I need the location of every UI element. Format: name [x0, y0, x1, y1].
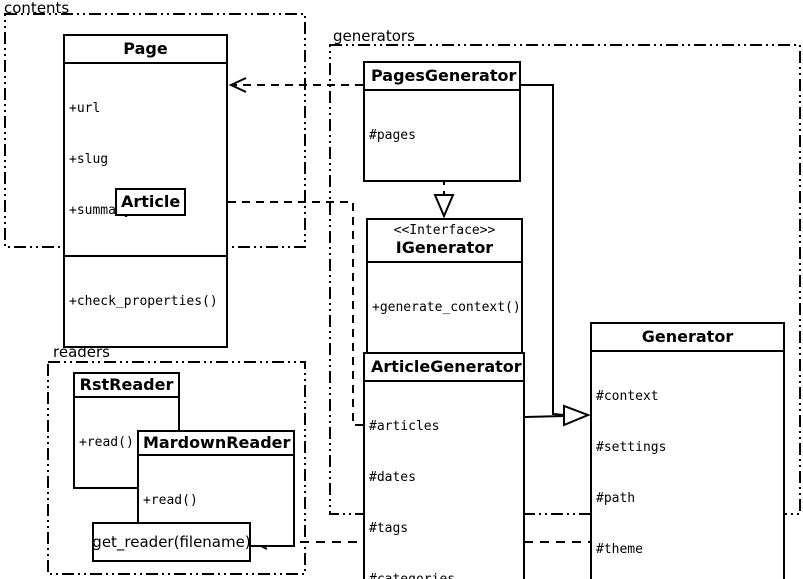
- package-label-readers: readers: [53, 343, 110, 361]
- stereotype-label: <<Interface>>: [393, 223, 496, 238]
- attribute-line: #theme: [596, 542, 643, 557]
- package-generators-border: [329, 44, 801, 515]
- class-markdownreader-methods: +read(): [139, 454, 293, 545]
- class-articlegenerator: ArticleGenerator #articles #dates #tags …: [363, 352, 525, 579]
- class-pagesgenerator-attributes: #pages: [365, 89, 519, 180]
- class-page-attributes: +url +slug +summary: [65, 62, 226, 255]
- class-generator: Generator #context #settings #path #them…: [590, 322, 785, 579]
- attribute-line: #categories: [369, 571, 519, 579]
- get-reader-label: get_reader(filename): [92, 533, 251, 551]
- attribute-line: +slug: [69, 152, 109, 167]
- attribute-line: +url: [69, 101, 101, 116]
- edge-articlegenerator-to-article: [191, 201, 363, 426]
- attribute-line: #path: [596, 491, 636, 506]
- method-line: +read(): [143, 493, 198, 508]
- arrowhead-page: [228, 77, 247, 93]
- attribute-line: #context: [596, 389, 659, 404]
- class-generator-title: Generator: [641, 327, 734, 346]
- get-reader-box: get_reader(filename): [92, 522, 251, 562]
- class-markdownreader-title: MardownReader: [143, 433, 291, 452]
- attribute-line: #settings: [596, 440, 667, 455]
- realization-triangle-igenerator-top: [433, 194, 455, 219]
- attribute-line: #pages: [369, 128, 416, 143]
- class-pagesgenerator: PagesGenerator #pages: [363, 61, 521, 182]
- class-articlegenerator-title: ArticleGenerator: [371, 357, 522, 376]
- package-readers-border: [47, 361, 306, 575]
- generalization-triangle-generator: [563, 404, 591, 427]
- class-article: Article: [115, 188, 186, 216]
- class-pagesgenerator-title: PagesGenerator: [371, 66, 517, 85]
- method-line: +read(): [79, 435, 134, 450]
- package-label-contents: contents: [4, 0, 70, 17]
- attribute-line: #tags: [369, 521, 409, 536]
- attribute-line: #articles: [369, 419, 440, 434]
- package-label-generators: generators: [333, 27, 415, 45]
- class-articlegenerator-attributes: #articles #dates #tags #categories: [365, 380, 523, 579]
- class-article-title: Article: [121, 192, 181, 211]
- class-igenerator-title: IGenerator: [395, 238, 494, 257]
- attribute-line: #dates: [369, 470, 416, 485]
- class-generator-attributes: #context #settings #path #theme #output_…: [592, 350, 783, 579]
- class-rstreader-methods: +read(): [75, 396, 178, 487]
- class-page-methods: +check_properties(): [65, 255, 226, 346]
- edge-pagesgenerator-to-generator: [520, 84, 565, 416]
- class-rstreader-title: RstReader: [79, 375, 174, 394]
- edge-articlegenerator-to-generator: [524, 415, 565, 418]
- method-line: +generate_context(): [372, 300, 521, 315]
- method-line: +check_properties(): [69, 294, 218, 309]
- class-page-title: Page: [123, 39, 168, 58]
